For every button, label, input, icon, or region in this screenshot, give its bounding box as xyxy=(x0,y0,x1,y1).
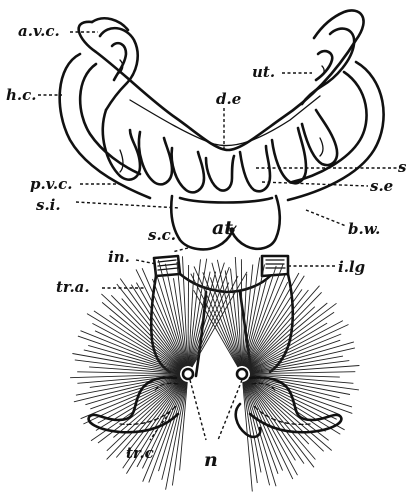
right-anterior-canal xyxy=(302,29,354,104)
label-pvc: p.v.c. xyxy=(30,175,73,193)
utricle-outline xyxy=(79,10,364,150)
label-de: d.e xyxy=(216,90,241,108)
utricle-pockets xyxy=(103,110,337,192)
nerve-fibre xyxy=(102,302,182,369)
nerve-fibre xyxy=(241,259,242,366)
nerve-fibre xyxy=(248,303,327,369)
label-ut: ut. xyxy=(252,63,275,81)
nerve-fibre xyxy=(136,283,184,367)
label-hc: h.c. xyxy=(6,86,36,104)
nerve-fibre xyxy=(188,265,189,366)
label-tra: tr.a. xyxy=(56,278,90,296)
label-at: at xyxy=(212,217,233,239)
label-bw: b.w. xyxy=(348,220,380,238)
label-in: in. xyxy=(108,248,130,266)
nerve-fibre xyxy=(92,323,180,370)
label-avc: a.v.c. xyxy=(18,22,60,40)
label-trc: tr.c xyxy=(126,444,154,462)
left-anterior-canal xyxy=(100,28,138,110)
label-sc: s.c. xyxy=(148,226,176,244)
label-s: s xyxy=(398,158,406,176)
label-n: n xyxy=(204,449,218,471)
nerve-fibre xyxy=(203,272,239,366)
nerve-fibre xyxy=(217,260,240,366)
label-ilg: i.lg xyxy=(338,258,365,276)
nerve-fibre xyxy=(94,311,181,370)
labels: a.v.c. h.c. ut. d.e s s.e p.v.c. s.i. b.… xyxy=(6,22,406,471)
label-se: s.e xyxy=(370,177,393,195)
label-si: s.i. xyxy=(36,196,61,214)
